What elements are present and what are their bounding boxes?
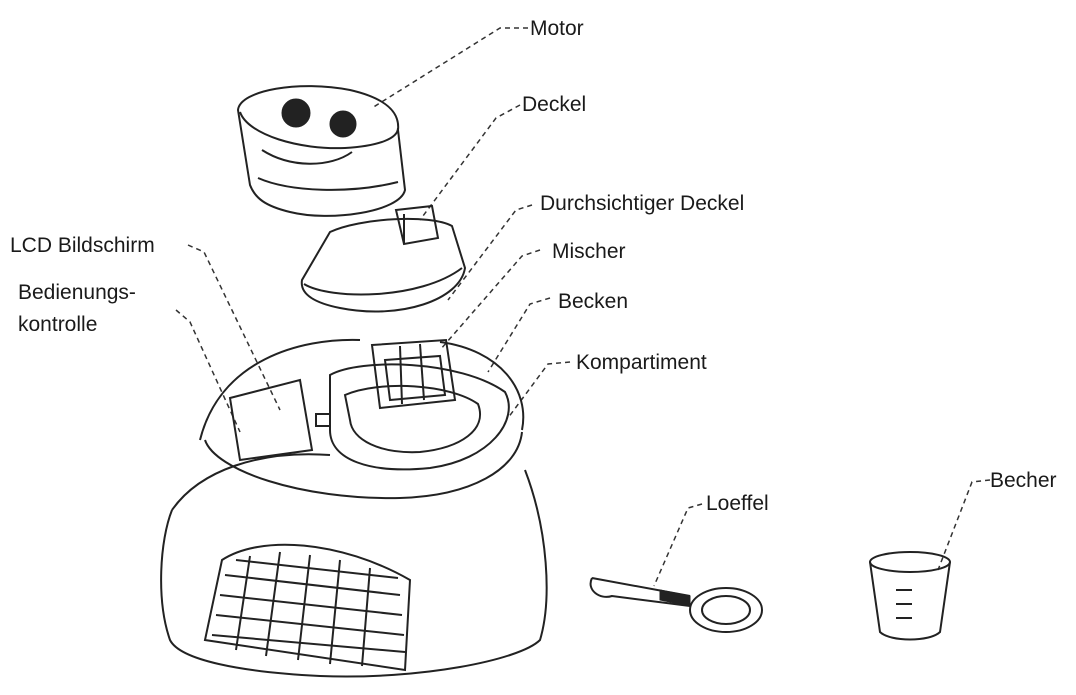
label-bedienungskontrolle-1: Bedienungs-	[18, 281, 136, 304]
label-becken: Becken	[558, 290, 629, 313]
label-mischer: Mischer	[552, 240, 626, 263]
motor-unit	[236, 85, 407, 217]
leader-becken	[487, 297, 551, 373]
leader-becher	[937, 479, 991, 571]
leader-bedienung	[175, 309, 241, 433]
label-deckel: Deckel	[522, 93, 587, 116]
leader-motor	[371, 27, 528, 109]
label-motor: Motor	[530, 17, 584, 40]
mixer-part	[370, 338, 457, 410]
base-body	[160, 338, 548, 678]
cup-part	[869, 551, 951, 641]
label-loeffel: Loeffel	[706, 492, 769, 515]
label-kompartiment: Kompartiment	[576, 351, 707, 374]
lid-part	[300, 204, 467, 313]
label-bedienungskontrolle-2: kontrolle	[18, 313, 98, 336]
label-becher: Becher	[990, 469, 1057, 492]
label-durchsichtiger-deckel: Durchsichtiger Deckel	[540, 192, 745, 215]
spoon-part	[589, 577, 763, 633]
leader-mischer	[439, 249, 541, 351]
label-lcd-bildschirm: LCD Bildschirm	[10, 234, 155, 257]
leader-deckel	[419, 104, 521, 221]
leader-lcd	[187, 244, 281, 411]
leader-loeffel	[653, 503, 703, 587]
leader-durchsichtiger-deckel	[447, 204, 533, 301]
